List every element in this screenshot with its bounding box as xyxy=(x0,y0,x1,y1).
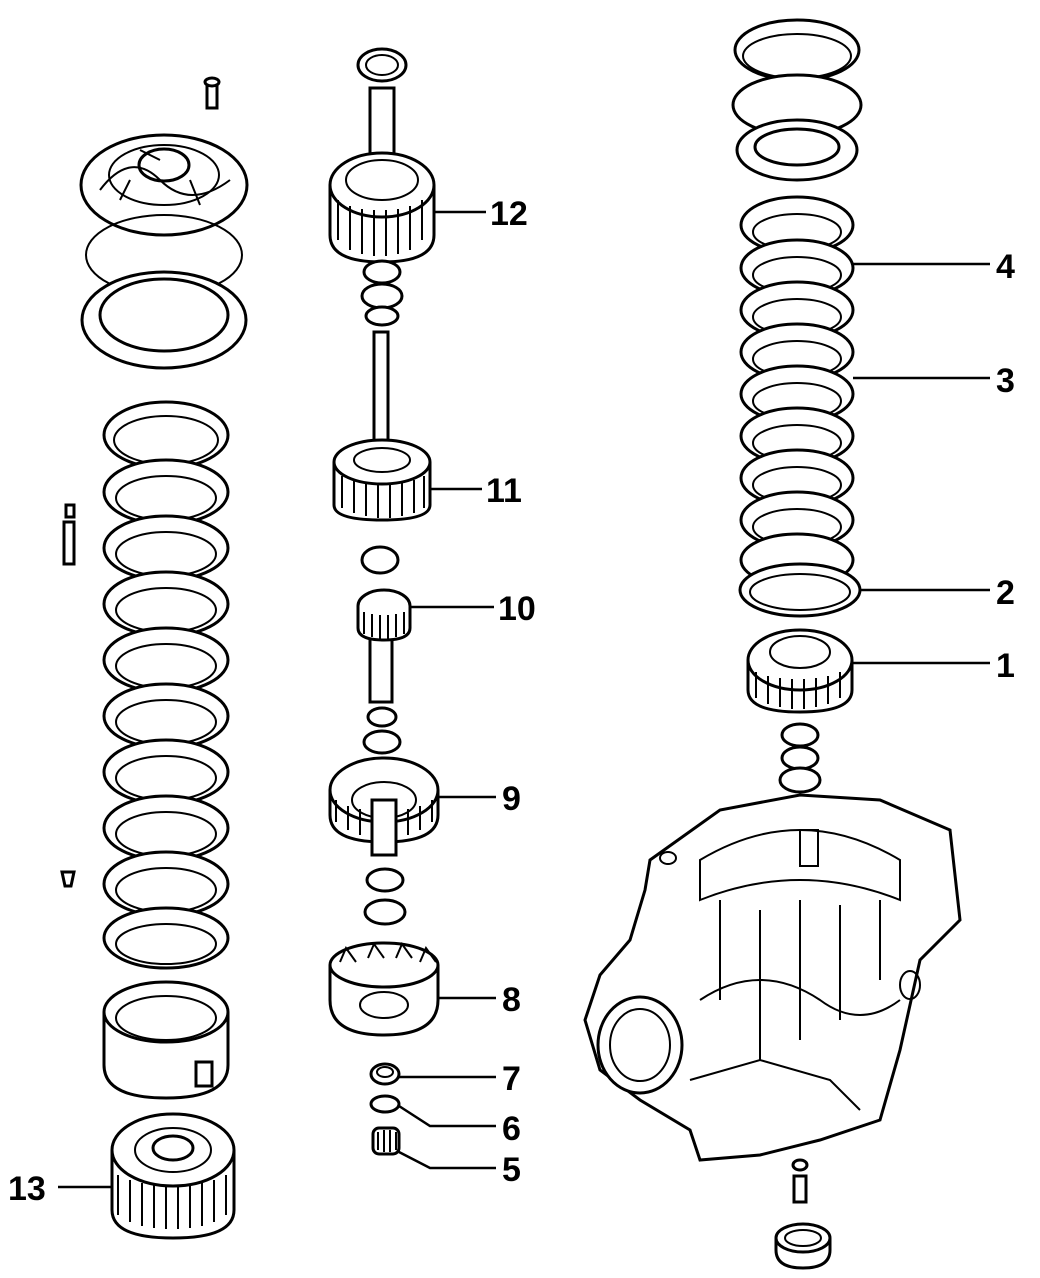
drain-plug-stack xyxy=(774,1158,832,1270)
pressure-plate-left xyxy=(80,270,248,370)
part-7 xyxy=(369,1062,401,1086)
callout-4: 4 xyxy=(996,248,1015,286)
bolt-top-left xyxy=(203,76,221,110)
thrust-washer-top xyxy=(356,47,408,83)
hub-13 xyxy=(110,1112,236,1240)
piston-housing xyxy=(79,133,249,237)
hub-1 xyxy=(746,628,854,714)
snap-rings-top-right xyxy=(731,18,863,137)
gear-9 xyxy=(328,756,440,857)
bearing-stack-lower xyxy=(363,867,407,926)
carrier-8 xyxy=(328,941,440,1037)
left-assembly xyxy=(60,76,249,1240)
callout-3: 3 xyxy=(996,362,1015,400)
washers-right xyxy=(778,722,822,794)
callout-6: 6 xyxy=(502,1110,521,1148)
bearing-stack-upper xyxy=(360,259,404,327)
gear-11 xyxy=(332,330,432,522)
transmission-case xyxy=(583,793,962,1162)
callout-9: 9 xyxy=(502,780,521,818)
callouts: 12 11 10 9 8 7 6 5 13 4 3 2 1 xyxy=(8,195,1015,1208)
callout-12: 12 xyxy=(490,195,528,233)
clutch-pack-left xyxy=(102,400,230,970)
callout-8: 8 xyxy=(502,981,521,1019)
right-assembly xyxy=(583,18,962,1270)
pressure-plate-right xyxy=(735,118,859,182)
spring-pins-left xyxy=(60,503,76,888)
callout-5: 5 xyxy=(502,1151,521,1189)
callout-13: 13 xyxy=(8,1170,46,1208)
bearing-mid xyxy=(360,545,400,575)
bearing-stack-mid xyxy=(362,706,402,755)
callout-10: 10 xyxy=(498,590,536,628)
middle-assembly xyxy=(328,47,440,1156)
callout-7: 7 xyxy=(502,1060,521,1098)
part-6 xyxy=(369,1094,401,1114)
gear-10 xyxy=(356,588,412,704)
gear-12 xyxy=(328,86,436,264)
clutch-drum-left xyxy=(102,980,230,1100)
callout-1: 1 xyxy=(996,647,1015,685)
callout-11: 11 xyxy=(486,472,522,510)
clutch-pack-right xyxy=(739,195,855,588)
callout-2: 2 xyxy=(996,574,1015,612)
part-5 xyxy=(371,1126,401,1156)
snap-ring-2 xyxy=(738,562,862,618)
